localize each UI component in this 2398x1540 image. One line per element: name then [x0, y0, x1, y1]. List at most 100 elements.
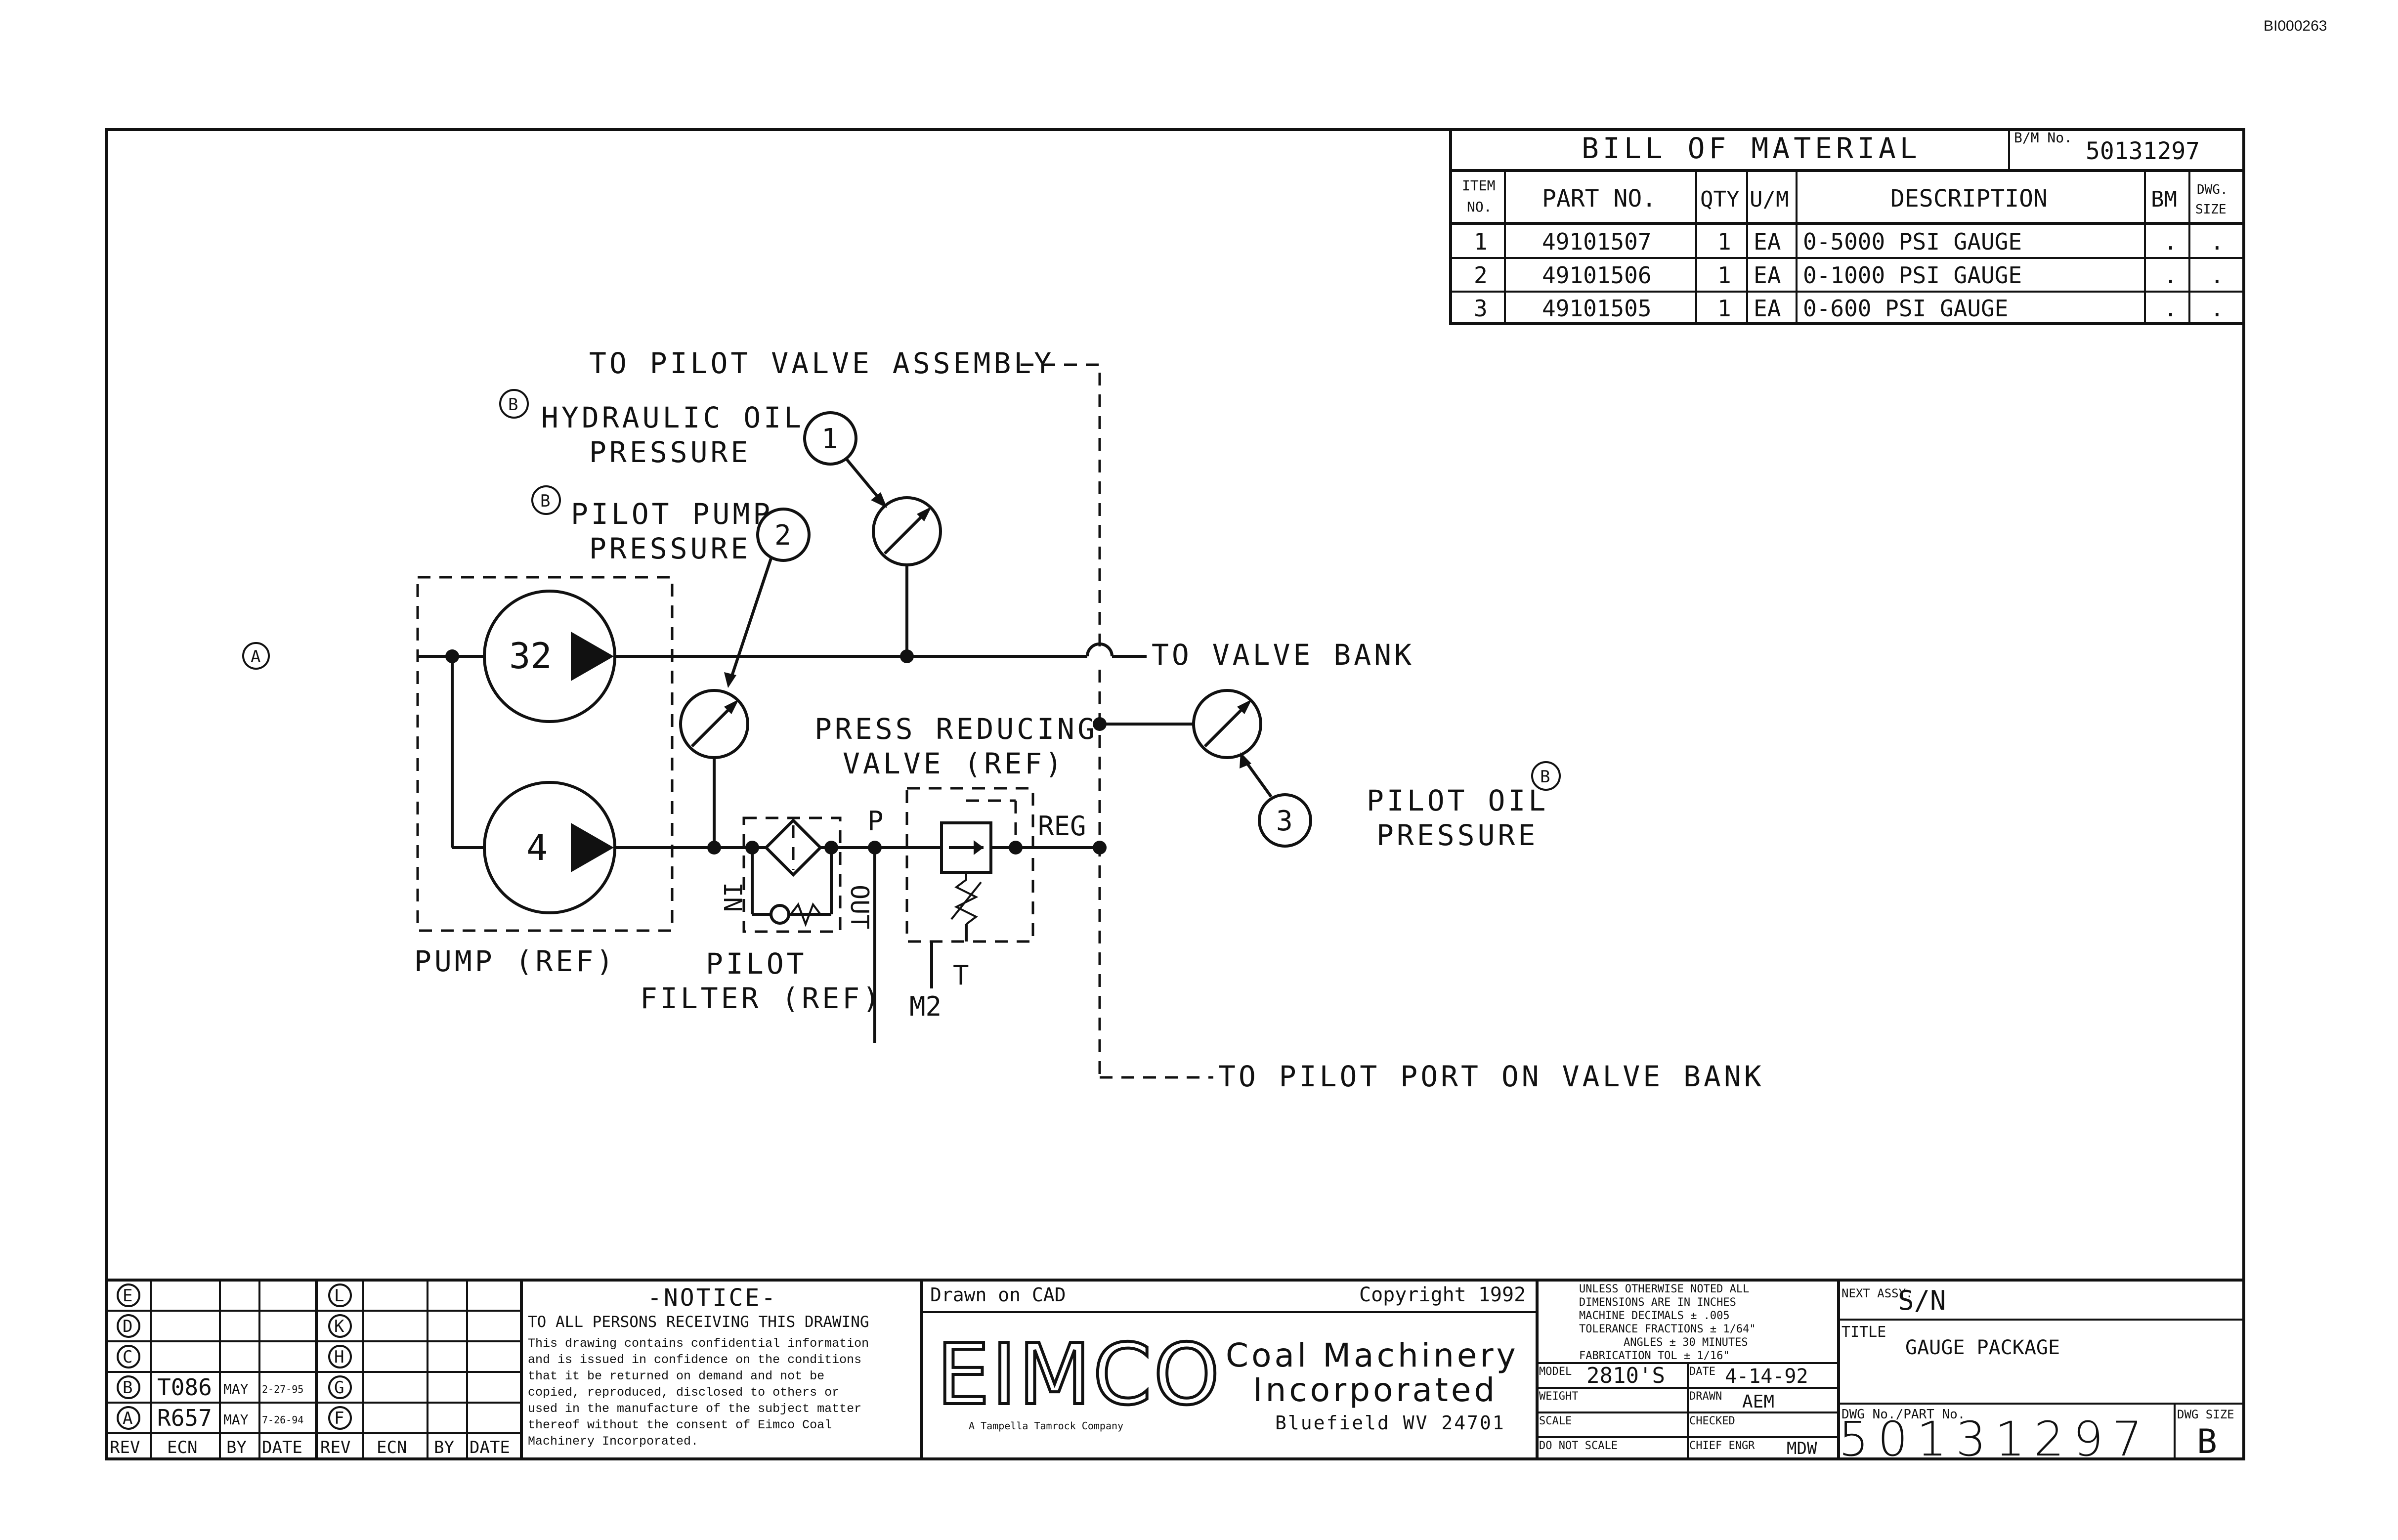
svg-text:B: B: [508, 395, 518, 415]
drawing-size: B: [2197, 1422, 2217, 1461]
svg-text:WEIGHT: WEIGHT: [1539, 1390, 1578, 1403]
svg-text:3: 3: [1474, 295, 1488, 322]
notice-title: -NOTICE-: [647, 1284, 777, 1312]
svg-text:TO ALL PERSONS RECEIVING THIS: TO ALL PERSONS RECEIVING THIS DRAWING: [528, 1313, 869, 1331]
label-pump-ref: PUMP (REF): [414, 944, 616, 978]
port-in: IN: [718, 882, 747, 912]
svg-text:EA: EA: [1754, 228, 1781, 255]
svg-text:R657: R657: [157, 1405, 212, 1431]
port-m2: M2: [909, 991, 942, 1022]
svg-text:MODEL: MODEL: [1539, 1366, 1572, 1378]
svg-text:F: F: [334, 1409, 344, 1428]
svg-text:Machinery Incorporated.: Machinery Incorporated.: [528, 1434, 698, 1449]
bom-header-qty: QTY: [1700, 187, 1739, 212]
svg-text:DWG No./PART No.: DWG No./PART No.: [1841, 1407, 1965, 1422]
drawing-number: 50131297: [1839, 1412, 2151, 1467]
svg-text:A: A: [251, 647, 260, 667]
callout-2: 2: [724, 508, 811, 688]
svg-text:H: H: [334, 1347, 344, 1367]
svg-text:2: 2: [1474, 262, 1488, 289]
bom-header-size: SIZE: [2195, 202, 2227, 217]
svg-text:L: L: [334, 1286, 344, 1306]
svg-text:SCALE: SCALE: [1539, 1415, 1572, 1427]
bill-of-material: BILL OF MATERIAL B/M No. 50131297 ITEM N…: [1449, 128, 2245, 325]
port-out: OUT: [845, 885, 874, 929]
svg-text:.: .: [2210, 295, 2224, 322]
company-tagline: A Tampella Tamrock Company: [969, 1420, 1123, 1432]
company-name-2: Incorporated: [1253, 1371, 1498, 1409]
callout-1: 1: [803, 411, 887, 508]
svg-text:ECN: ECN: [377, 1438, 407, 1457]
svg-text:DRAWN: DRAWN: [1689, 1390, 1722, 1403]
drawing-date: 4-14-92: [1725, 1365, 1808, 1388]
pilot-filter-enclosure: [742, 816, 842, 933]
svg-text:49101507: 49101507: [1542, 228, 1652, 255]
svg-text:EA: EA: [1754, 295, 1781, 322]
svg-text:CHECKED: CHECKED: [1689, 1415, 1735, 1427]
revision-row: R657 MAY 7-26-94: [157, 1405, 303, 1431]
bom-header-part: PART NO.: [1542, 185, 1656, 213]
svg-text:REV: REV: [110, 1438, 140, 1457]
chief-engineer: MDW: [1787, 1439, 1817, 1458]
label-pilot-oil-pressure: PRESSURE: [1376, 818, 1538, 852]
svg-text:This drawing contains confiden: This drawing contains confidential infor…: [528, 1336, 869, 1351]
label-filter-ref: FILTER (REF): [640, 982, 883, 1015]
pump-32: 32: [483, 590, 616, 723]
svg-text:ECN: ECN: [167, 1438, 197, 1457]
bom-header-description: DESCRIPTION: [1890, 185, 2048, 213]
svg-text:1: 1: [1474, 228, 1488, 255]
label-to-pilot-valve-assembly: TO PILOT VALVE ASSEMBLY: [589, 346, 1054, 380]
pressure-gauge-2: [679, 689, 749, 848]
svg-text:0-1000 PSI GAUGE: 0-1000 PSI GAUGE: [1803, 262, 2022, 289]
bom-row: 1 49101507 1 EA 0-5000 PSI GAUGE . .: [1474, 228, 2224, 255]
bom-number-label: B/M No.: [2014, 129, 2072, 146]
tolerance-block: UNLESS OTHERWISE NOTED ALL DIMENSIONS AR…: [1536, 1279, 1840, 1460]
bom-header-item-no: NO.: [1467, 199, 1492, 215]
svg-text:ANGLES ± 30 MINUTES: ANGLES ± 30 MINUTES: [1624, 1336, 1748, 1349]
svg-text:that it be returned on demand: that it be returned on demand and not be: [528, 1369, 824, 1383]
drawing-border: [105, 128, 2245, 1460]
revision-block: E D C B A L K H G F T086 MAY 2-27-95 R65…: [105, 1279, 523, 1460]
svg-text:BY: BY: [434, 1438, 454, 1457]
bom-row: 2 49101506 1 EA 0-1000 PSI GAUGE . .: [1474, 262, 2224, 289]
svg-text:A: A: [123, 1409, 132, 1428]
revision-marker-b: B: [531, 485, 561, 515]
revision-row: T086 MAY 2-27-95: [157, 1374, 303, 1401]
revision-letters-right: L K H G F: [328, 1283, 352, 1430]
svg-text:1: 1: [821, 423, 838, 455]
label-pilot: PILOT: [706, 947, 807, 981]
svg-text:32: 32: [509, 635, 552, 677]
model-number: 2810'S: [1586, 1363, 1665, 1388]
port-p: P: [867, 806, 884, 837]
label-press-reducing: PRESS REDUCING: [814, 712, 1098, 746]
svg-text:DATE: DATE: [262, 1438, 302, 1457]
revision-marker-b: B: [499, 389, 529, 419]
title-block: NEXT ASSY. S/N TITLE GAUGE PACKAGE DWG N…: [1837, 1279, 2245, 1467]
svg-text:UNLESS OTHERWISE NOTED ALL: UNLESS OTHERWISE NOTED ALL: [1579, 1283, 1749, 1295]
svg-text:.: .: [2164, 228, 2178, 255]
svg-text:2: 2: [774, 519, 791, 552]
svg-text:TOLERANCE FRACTIONS ± 1/64": TOLERANCE FRACTIONS ± 1/64": [1579, 1323, 1756, 1335]
svg-text:.: .: [2210, 228, 2224, 255]
pressure-gauge-1: [872, 496, 942, 655]
svg-text:REV: REV: [320, 1438, 350, 1457]
bom-header-item: ITEM: [1462, 177, 1495, 194]
press-reducing-valve: [907, 799, 1107, 988]
bom-row: 3 49101505 1 EA 0-600 PSI GAUGE . .: [1474, 295, 2224, 322]
svg-text:used in the manufacture of the: used in the manufacture of the subject m…: [528, 1402, 861, 1416]
company-city: Bluefield WV 24701: [1275, 1412, 1505, 1434]
svg-text:B: B: [123, 1378, 132, 1398]
bom-header-dwg: DWG.: [2197, 182, 2228, 197]
drawn-on-cad: Drawn on CAD: [930, 1284, 1066, 1306]
svg-text:E: E: [123, 1286, 132, 1306]
svg-text:NEXT ASSY.: NEXT ASSY.: [1841, 1286, 1913, 1300]
hydraulic-schematic: A TO PILOT VALVE ASSEMBLY B HYDRAULIC OI…: [242, 346, 1761, 1093]
label-to-valve-bank: TO VALVE BANK: [1152, 638, 1414, 672]
pressure-gauge-3: [1192, 689, 1262, 759]
svg-text:DIMENSIONS ARE IN INCHES: DIMENSIONS ARE IN INCHES: [1579, 1296, 1736, 1309]
svg-text:B: B: [1540, 767, 1550, 787]
svg-text:G: G: [334, 1378, 344, 1398]
revision-footer: REV ECN BY DATE REV ECN BY DATE: [110, 1438, 510, 1457]
label-pilot-oil: PILOT OIL: [1367, 784, 1548, 817]
label-pilot-pump-pressure: PRESSURE: [589, 532, 751, 565]
